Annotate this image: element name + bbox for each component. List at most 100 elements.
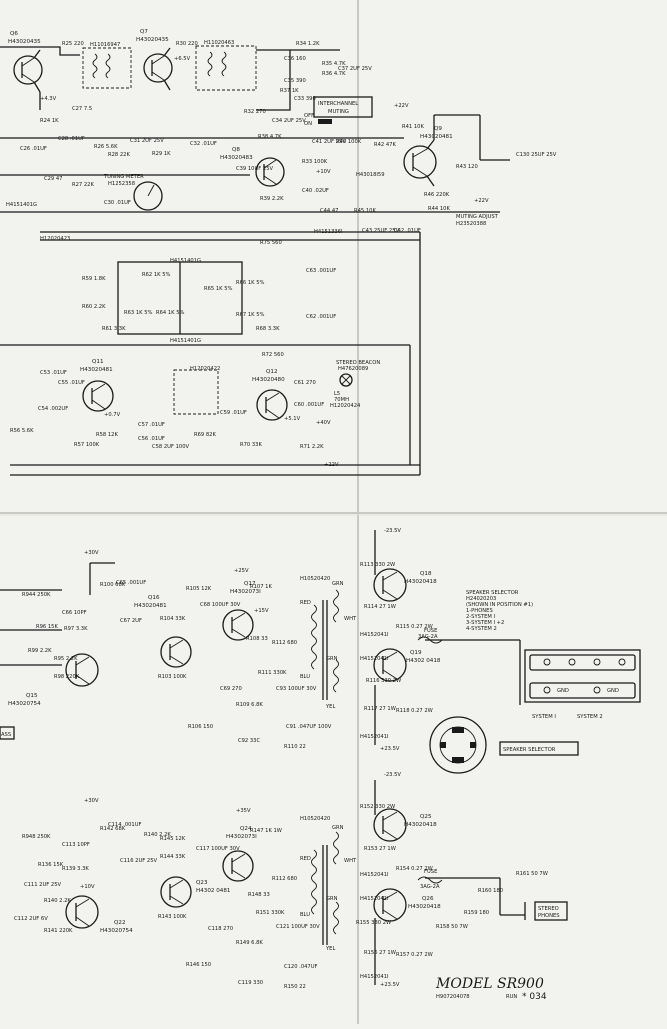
r145-label: R145 12K [160,836,186,842]
r62-label: R62 1K 5% [142,272,171,278]
t2-blu: BLU [300,912,310,918]
r71-label: R71 2.2K [300,444,324,450]
c111-label: C111 2UF 25V [24,882,62,888]
q19-part: H4302 0418 [406,658,441,664]
r41-label: R41 10K [402,124,424,130]
transistor-q19 [373,648,407,682]
q22-label: Q22 [114,920,126,926]
r149-label: R149 6.8K [236,940,263,946]
r25-label: R25 220 [62,41,84,47]
c60-label: C60 .001UF [294,402,324,408]
r143-label: R143 100K [158,914,187,920]
diode-c-label: H4151401G [170,338,201,344]
c130-label: C130 25UF 25V [516,152,557,158]
c36-label: C36 160 [284,56,306,62]
stereo-phones-label-2: PHONES [538,913,560,919]
run-number: * 034 [522,992,547,1002]
c121-label: C121 100UF 30V [276,924,320,930]
muting-adjust-part: H23520388 [456,221,486,227]
c42-label: C42 .01UF [394,228,421,234]
transistor-q12 [256,389,288,421]
r60-label: R60 2.2K [82,304,106,310]
r32-label: R32 270 [244,109,266,115]
r63-label: R63 1K 5% [124,310,153,316]
c67-label: C67 2UF [120,618,142,624]
r140-label: R140 2.2K [44,898,71,904]
system2-label: SYSTEM 2 [577,714,603,720]
transistor-q17 [222,609,254,641]
r140b-label: R140 2.2K [144,832,171,838]
transistor-q11 [82,380,114,412]
q6-part: H43020435 [8,39,41,45]
r153-label: R153 27 1W [364,846,396,852]
r68-label: R68 3.3K [256,326,280,332]
r67-label: R67 1K 5% [236,312,265,318]
r58-label: R58 12K [96,432,118,438]
t1-wht: WHT [344,616,357,622]
v43-label: +4.3V [40,96,57,102]
coil-2-label: H11020463 [204,40,234,46]
t2-yel: YEL [325,946,335,952]
gnd-label-2: GND [607,688,619,694]
t2-label: H10520420 [300,816,330,822]
q25-part: H43020418 [404,822,437,828]
v22c-label: +22V [324,462,339,468]
r39-label: R39 2.2K [260,196,284,202]
r111-label: R111 330K [258,670,287,676]
v65-label: +6.5V [174,56,191,62]
model-title: MODEL SR900 [435,976,544,992]
r109-label: R109 6.8K [236,702,263,708]
v35a-label: +35V [236,808,251,814]
q11-part: H43020481 [80,367,113,373]
r157-label: R157 0.27 2W [396,952,433,958]
r96-label: R96 15K [36,624,58,630]
q19-label: Q19 [410,650,422,656]
c112-label: C112 2UF 6V [14,916,48,922]
r44-label: R44 10K [428,206,450,212]
r159-label: R159 180 [464,910,489,916]
transistor-q8 [255,157,285,187]
h4152-3-label: H4152041I [360,734,389,740]
v51-label: +5.1V [284,416,301,422]
r66-label: R66 1K 5% [236,280,265,286]
q25-label: Q25 [420,814,432,820]
r27-label: R27 22K [72,182,94,188]
r45-label: R45 10K [354,208,376,214]
c92-label: C92 33C [238,738,260,744]
q17-label: Q17 [244,581,256,587]
c44-label: C44 47 [320,208,338,214]
r64-label: R64 1K 5% [156,310,185,316]
r36-label: R36 4.7K [322,71,346,77]
c91-label: C91 .047UF 100V [286,724,332,730]
transistor-q25 [373,808,407,842]
tuning-meter-part: H1252358 [108,181,135,187]
r61-label: R61 3.3K [102,326,126,332]
t2-grn: GRN [332,825,344,831]
r42-label: R42 47K [374,142,396,148]
r69-label: R69 82K [194,432,216,438]
c116-label: C116 2UF 25V [120,858,158,864]
system1-label: SYSTEM I [532,714,556,720]
r162-label: R112 680 [272,876,297,882]
r106-label: R106 150 [188,724,213,730]
r43-label: R43 120 [456,164,478,170]
r30-label: R30 220 [176,41,198,47]
v25-label: +25V [234,568,249,574]
t1-yel: YEL [325,704,335,710]
r156-label: R156 27 1W [364,950,396,956]
diode-a-label: H4151401G [6,202,37,208]
transistor-q24 [222,850,254,882]
c58-label: C58 2UF 100V [152,444,190,450]
r107-label: R107 1K [250,584,272,590]
c26-label: C26 .01UF [20,146,47,152]
tuning-meter-label: TUNING METER [103,174,144,180]
transistor-q7 [143,47,173,91]
v10b-label: +10V [80,884,95,890]
r148-label: R148 33 [248,892,270,898]
speaker-selector-pos4: 4-SYSTEM 2 [466,626,497,632]
r112-label: R112 680 [272,640,297,646]
muting-label: MUTING [328,109,349,115]
r105-label: R105 12K [186,586,212,592]
q12-part: H43020480 [252,377,285,383]
transistor-q18 [373,568,407,602]
